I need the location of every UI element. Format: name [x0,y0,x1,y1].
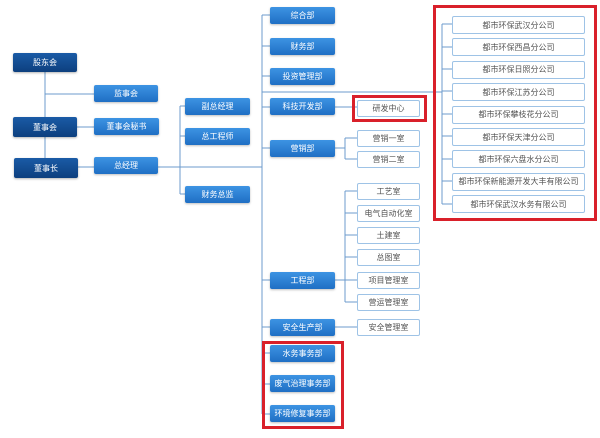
department-box: 水务事务部 [270,345,335,362]
subsidiaries-highlight [433,5,597,221]
department-box: 环境修复事务部 [270,405,335,422]
board-secretary-box: 董事会秘书 [94,118,159,135]
executive-box: 总工程师 [185,128,250,145]
department-box: 废气治理事务部 [270,375,335,392]
office-box: 营销二室 [357,151,420,168]
department-box: 投资管理部 [270,68,335,85]
general-manager-box: 总经理 [94,157,158,174]
department-box: 综合部 [270,7,335,24]
subsidiary-box: 都市环保武汉分公司 [452,16,585,34]
subsidiary-box: 都市环保武汉水务有限公司 [452,195,585,214]
office-box: 电气自动化室 [357,205,420,222]
department-box: 安全生产部 [270,319,335,336]
office-box: 项目管理室 [357,272,420,289]
subsidiary-box: 都市环保攀枝花分公司 [452,105,585,124]
executive-box: 财务总监 [185,186,250,203]
executive-box: 副总经理 [185,98,250,115]
subsidiary-box: 都市环保天津分公司 [452,128,585,146]
office-box: 总图室 [357,249,420,266]
office-box: 安全管理室 [357,319,420,336]
subsidiary-box: 都市环保江苏分公司 [452,83,585,102]
subsidiary-box: 都市环保新能源开发大丰有限公司 [452,172,585,191]
board-box: 董事会 [13,117,77,137]
department-box: 营销部 [270,140,335,157]
department-box: 科技开发部 [270,98,335,115]
rd-center-highlight [352,95,427,122]
supervisors-box: 监事会 [94,85,158,102]
subsidiary-box: 都市环保日照分公司 [452,60,585,79]
office-box: 研发中心 [357,100,420,117]
office-box: 土建室 [357,227,420,244]
subsidiary-box: 都市环保六盘水分公司 [452,150,585,169]
shareholders-box: 股东会 [13,53,77,72]
subsidiary-box: 都市环保西昌分公司 [452,38,585,57]
office-box: 工艺室 [357,183,420,200]
office-box: 营销一室 [357,130,420,147]
affairs-depts-highlight [262,341,344,429]
department-box: 财务部 [270,38,335,55]
chairman-box: 董事长 [14,158,78,178]
department-box: 工程部 [270,272,335,289]
office-box: 营运管理室 [357,294,420,311]
